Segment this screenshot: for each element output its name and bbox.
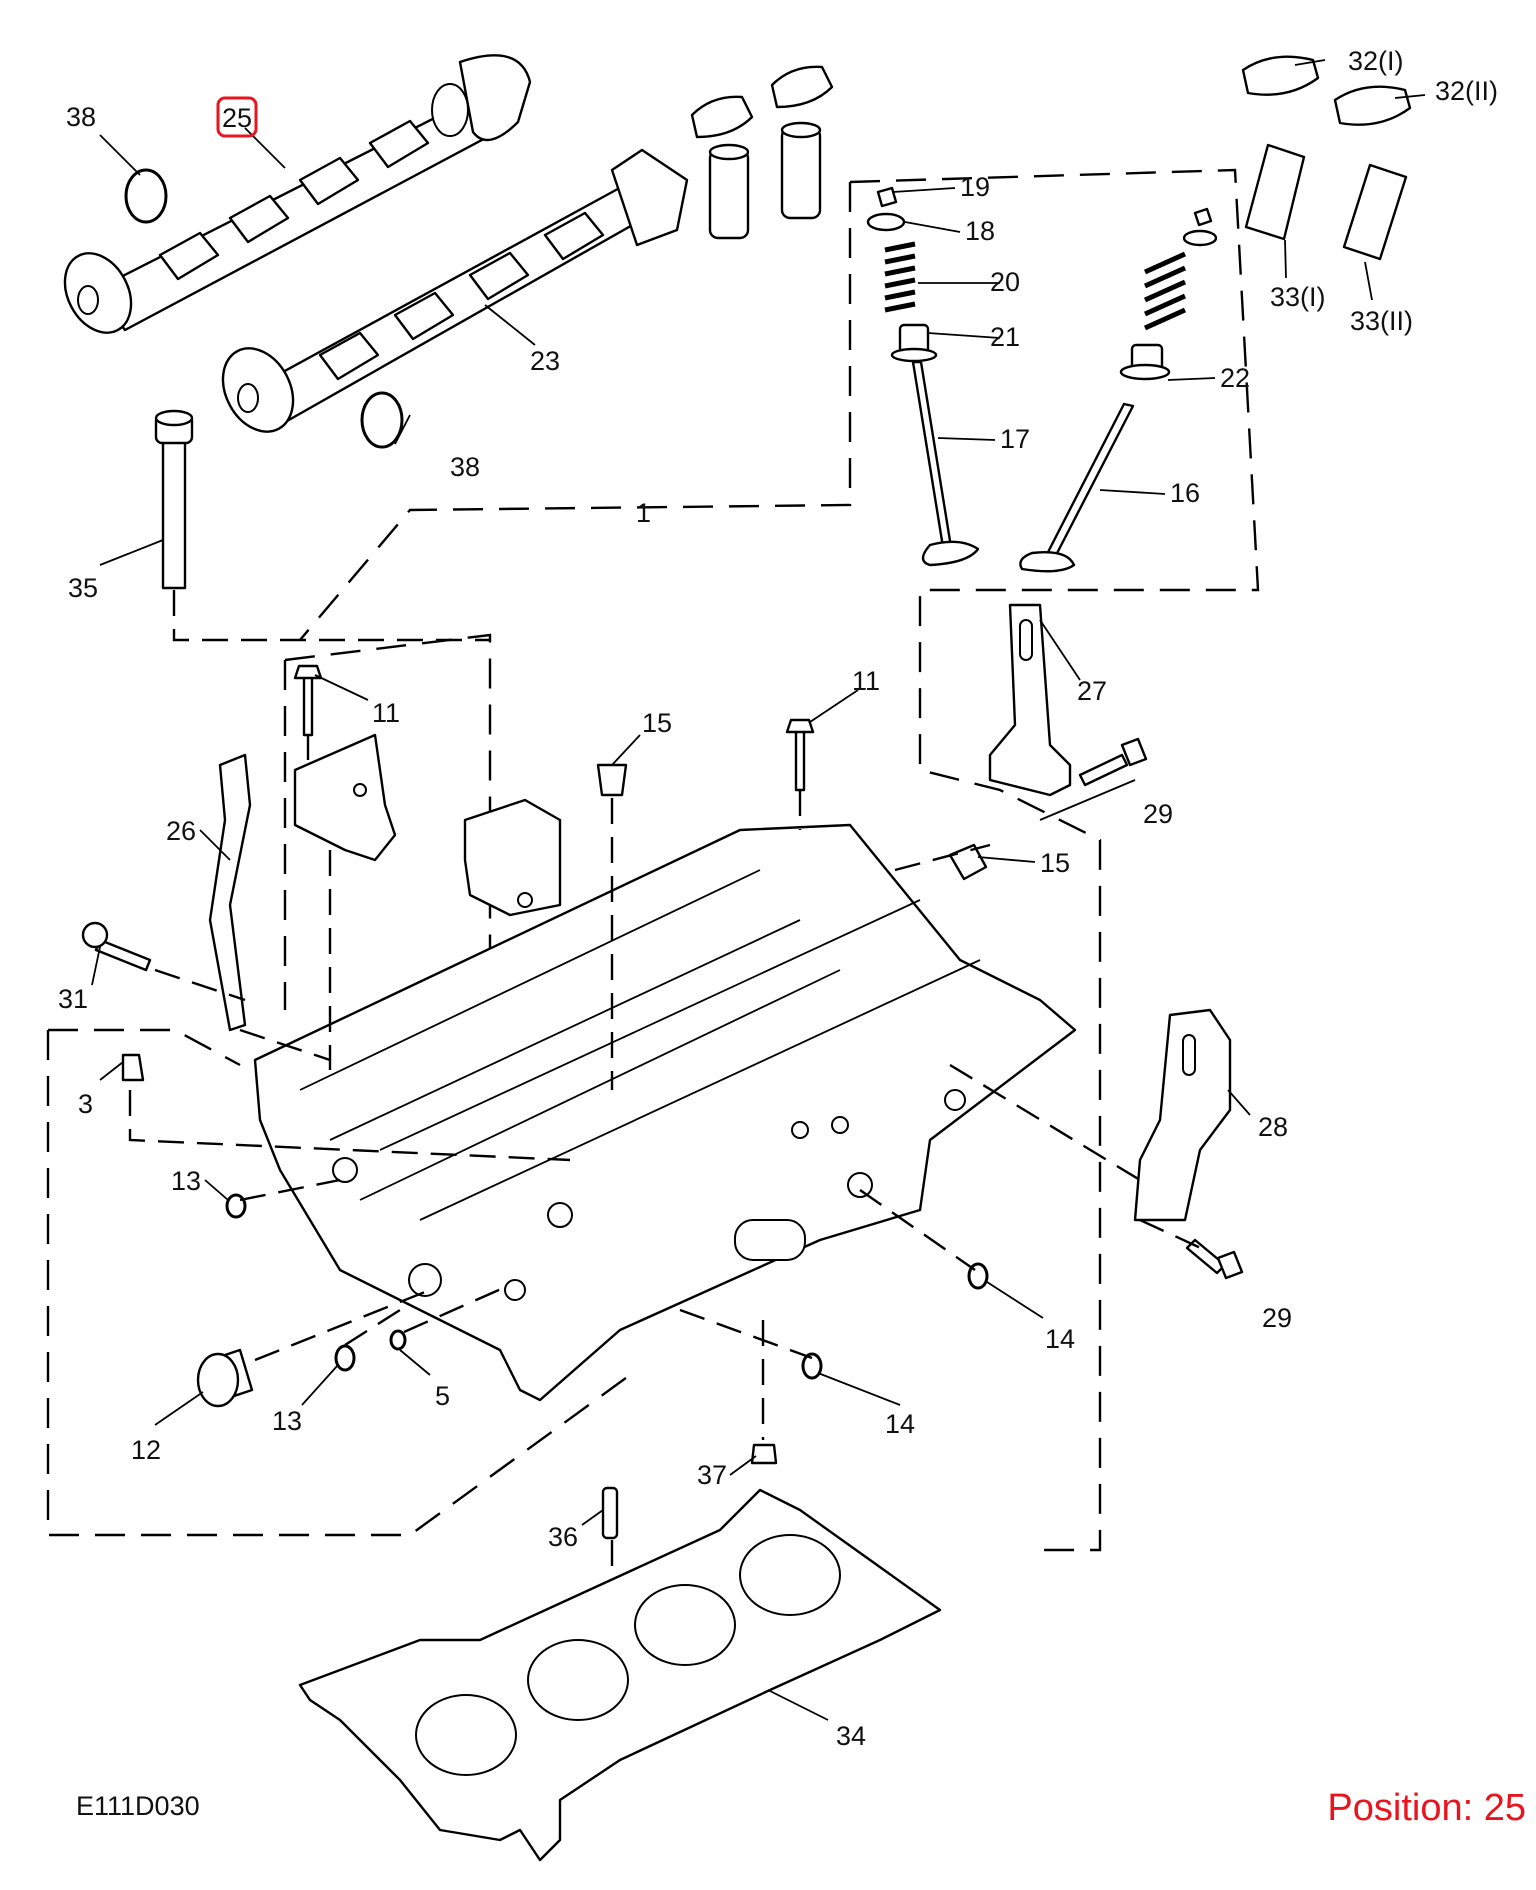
callout-26[interactable]: 26 [166,816,196,846]
callout-36[interactable]: 36 [548,1522,578,1552]
callout-29-upper[interactable]: 29 [1143,799,1173,829]
callout-19[interactable]: 19 [960,172,990,202]
lifter-center-left[interactable] [708,143,750,240]
bracket-upper-left[interactable] [293,733,397,862]
group-boundary-lower [46,1028,631,1537]
bolt-31[interactable] [81,921,152,972]
bracket-27[interactable] [988,603,1072,797]
callout-11-right[interactable]: 11 [852,666,880,696]
bracket-mid[interactable] [463,798,562,917]
callout-21[interactable]: 21 [990,322,1020,352]
position-indicator: Position: 25 [1327,1787,1526,1829]
rocker-arm-32-i[interactable] [1241,55,1320,96]
callout-22[interactable]: 22 [1220,363,1250,393]
group-boundary-valvetrain [299,168,1260,1552]
callout-31[interactable]: 31 [58,984,88,1014]
callout-37[interactable]: 37 [697,1460,727,1490]
camshaft-25[interactable] [52,54,532,344]
valve-spring-right[interactable] [1143,251,1187,331]
valve-stem-seal-22[interactable] [1119,343,1171,381]
seal-ring-38-upper[interactable] [124,168,168,224]
o-ring-13-lower[interactable] [334,1344,356,1372]
o-ring-13-upper[interactable] [225,1193,247,1219]
valve-spring-20[interactable] [884,241,916,313]
callout-28[interactable]: 28 [1258,1112,1288,1142]
leader-lines [91,59,1426,1721]
callout-18[interactable]: 18 [965,216,995,246]
selected-callout-highlight [216,96,258,138]
callout-23[interactable]: 23 [530,346,560,376]
callout-labels: 38 25 38 23 32(I) 32(II) 33(I) 33(II) 19… [58,46,1498,1751]
callout-32-ii[interactable]: 32(II) [1435,76,1498,106]
seal-ring-38-lower[interactable] [360,391,404,449]
callout-17[interactable]: 17 [1000,424,1030,454]
plug-12[interactable] [196,1348,254,1408]
plug-37[interactable] [750,1443,778,1465]
rocker-arm-32-ii[interactable] [1333,85,1412,126]
spring-retainer-18[interactable] [866,212,906,232]
o-ring-14-upper[interactable] [967,1262,989,1290]
assembly-lines [128,590,1206,1580]
valve-16[interactable] [1019,402,1135,573]
valve-stem-seal-21[interactable] [890,323,938,363]
plug-15-right[interactable] [948,843,988,881]
head-gasket-34[interactable] [298,1488,942,1862]
plug-15-upper[interactable] [596,763,628,797]
callout-13-lower[interactable]: 13 [272,1406,302,1436]
valve-17[interactable] [911,360,980,567]
bracket-26[interactable] [208,753,252,1032]
dowel-3[interactable] [121,1053,145,1082]
dowel-36[interactable] [601,1486,619,1540]
rocker-arm-center-left[interactable] [690,95,754,139]
group-boundary-bracket [283,633,492,1070]
callout-15-right[interactable]: 15 [1040,848,1070,878]
callout-13-upper[interactable]: 13 [171,1166,201,1196]
callout-12[interactable]: 12 [131,1435,161,1465]
bolt-29-upper[interactable] [1078,737,1148,787]
callout-5[interactable]: 5 [435,1381,450,1411]
camshaft-23[interactable] [209,148,689,444]
callout-29-lower[interactable]: 29 [1262,1303,1292,1333]
callout-38-lower[interactable]: 38 [450,452,480,482]
callout-14-lower[interactable]: 14 [885,1409,915,1439]
bolt-11-right[interactable] [785,718,815,792]
callout-33-ii[interactable]: 33(II) [1350,306,1413,336]
callout-33-i[interactable]: 33(I) [1270,282,1326,312]
callout-1[interactable]: 1 [636,498,651,528]
callout-35[interactable]: 35 [68,573,98,603]
lifter-33-i[interactable] [1244,143,1306,241]
callout-16[interactable]: 16 [1170,478,1200,508]
callout-32-i[interactable]: 32(I) [1348,46,1404,76]
bolt-35[interactable] [154,409,194,590]
lifter-center-right[interactable] [780,121,822,220]
cylinder-head[interactable] [253,823,1077,1402]
callout-20[interactable]: 20 [990,267,1020,297]
callout-38-upper[interactable]: 38 [66,102,96,132]
o-ring-14-lower[interactable] [801,1352,823,1380]
washer-5[interactable] [389,1329,407,1351]
valve-keeper-right[interactable] [1193,207,1213,227]
callout-14-upper[interactable]: 14 [1045,1324,1075,1354]
drawing-code: E111D030 [76,1791,200,1821]
callout-27[interactable]: 27 [1077,676,1107,706]
lifter-33-ii[interactable] [1342,163,1408,261]
callout-3[interactable]: 3 [78,1089,93,1119]
rocker-arm-center-right[interactable] [770,65,834,109]
spring-retainer-right[interactable] [1182,229,1218,247]
callout-34[interactable]: 34 [836,1721,866,1751]
callout-25[interactable]: 25 [222,103,252,133]
callout-11-left[interactable]: 11 [372,698,400,728]
callout-15-upper[interactable]: 15 [642,708,672,738]
bolt-29-lower[interactable] [1185,1238,1244,1280]
valve-keeper-19[interactable] [876,186,898,208]
bracket-28[interactable] [1133,1008,1232,1222]
